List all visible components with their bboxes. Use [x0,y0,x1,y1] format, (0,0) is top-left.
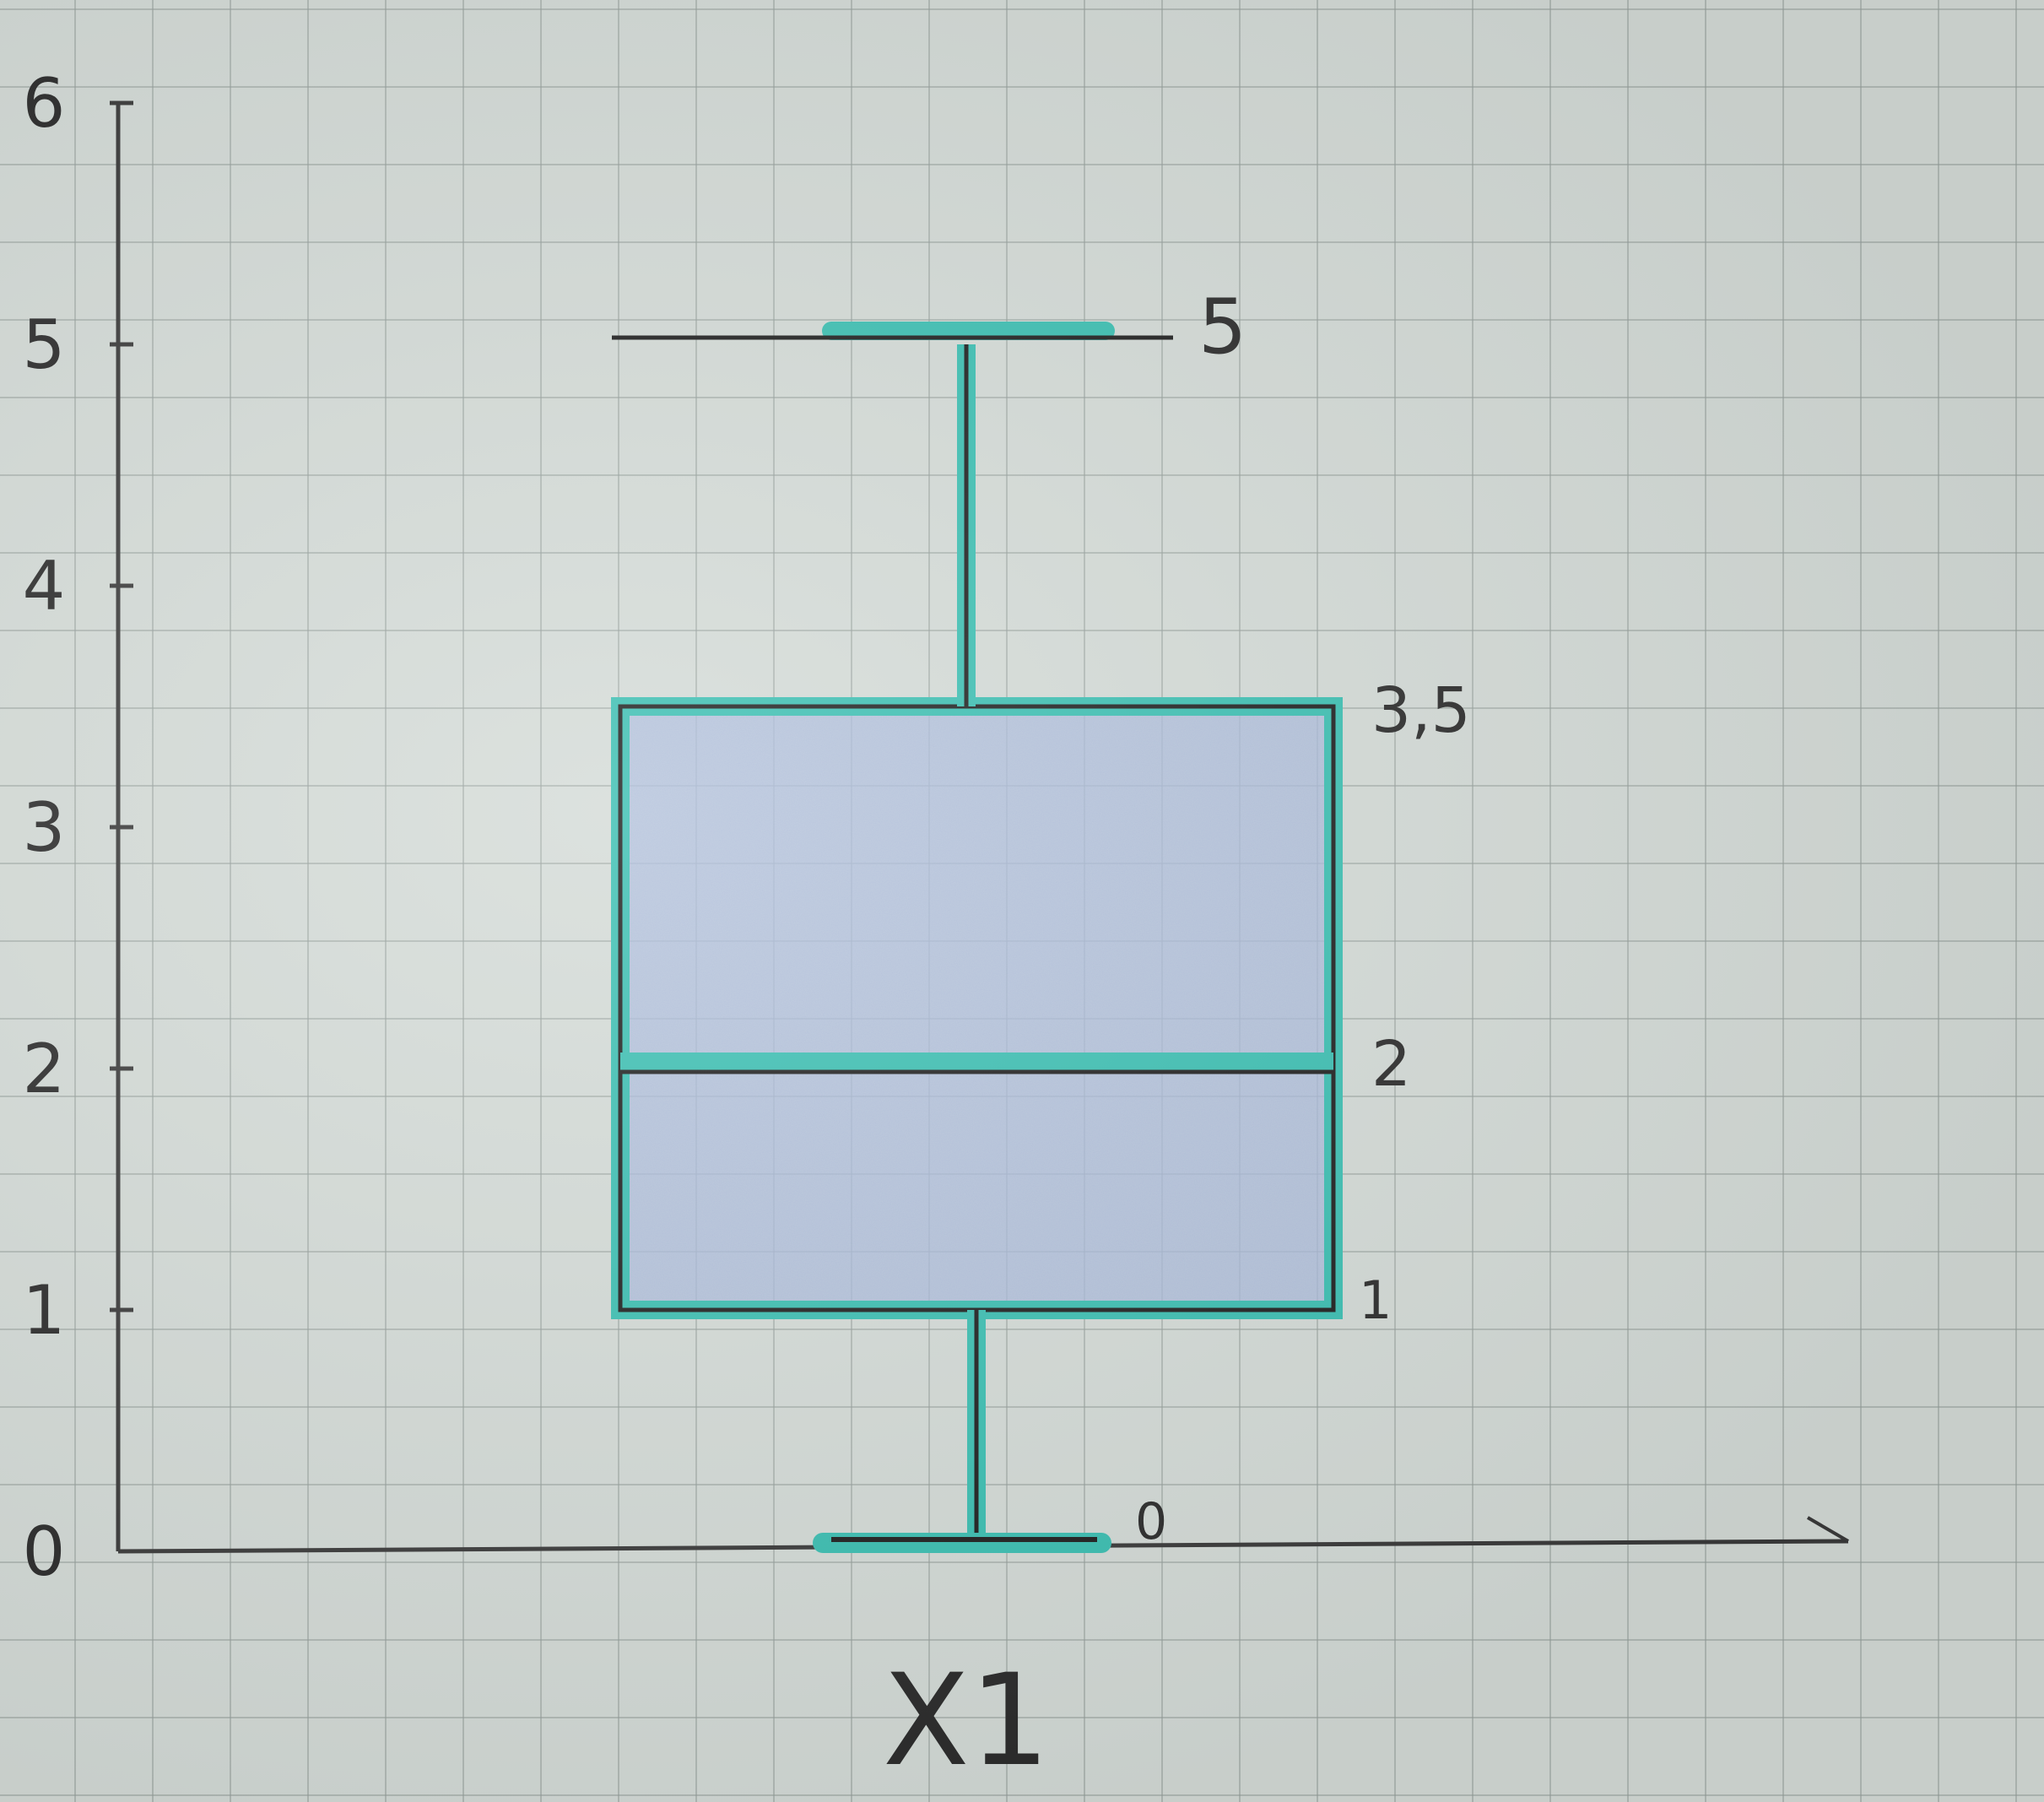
x-axis-arrow-head [1806,1516,1850,1543]
value-label-max: 5 [1198,283,1246,371]
y-tick-label-4: 4 [23,547,66,625]
y-tick-label-5: 5 [23,306,66,384]
value-label-min: 0 [1135,1492,1167,1551]
box-shading [620,706,1333,1310]
y-tick-label-6: 6 [23,64,66,143]
y-tick-label-2: 2 [23,1030,66,1108]
value-label-q1: 1 [1359,1269,1392,1331]
y-tick-label-3: 3 [23,788,66,867]
x-axis-label: X1 [883,1648,1050,1794]
value-labels: 0 1 2 3,5 5 [1135,283,1471,1551]
value-label-median: 2 [1371,1028,1411,1101]
y-axis-ticks: 0 1 2 3 4 5 6 [23,64,133,1591]
value-label-q3: 3,5 [1371,674,1471,747]
y-tick-label-1: 1 [23,1271,66,1350]
y-tick-label-0: 0 [23,1512,66,1591]
